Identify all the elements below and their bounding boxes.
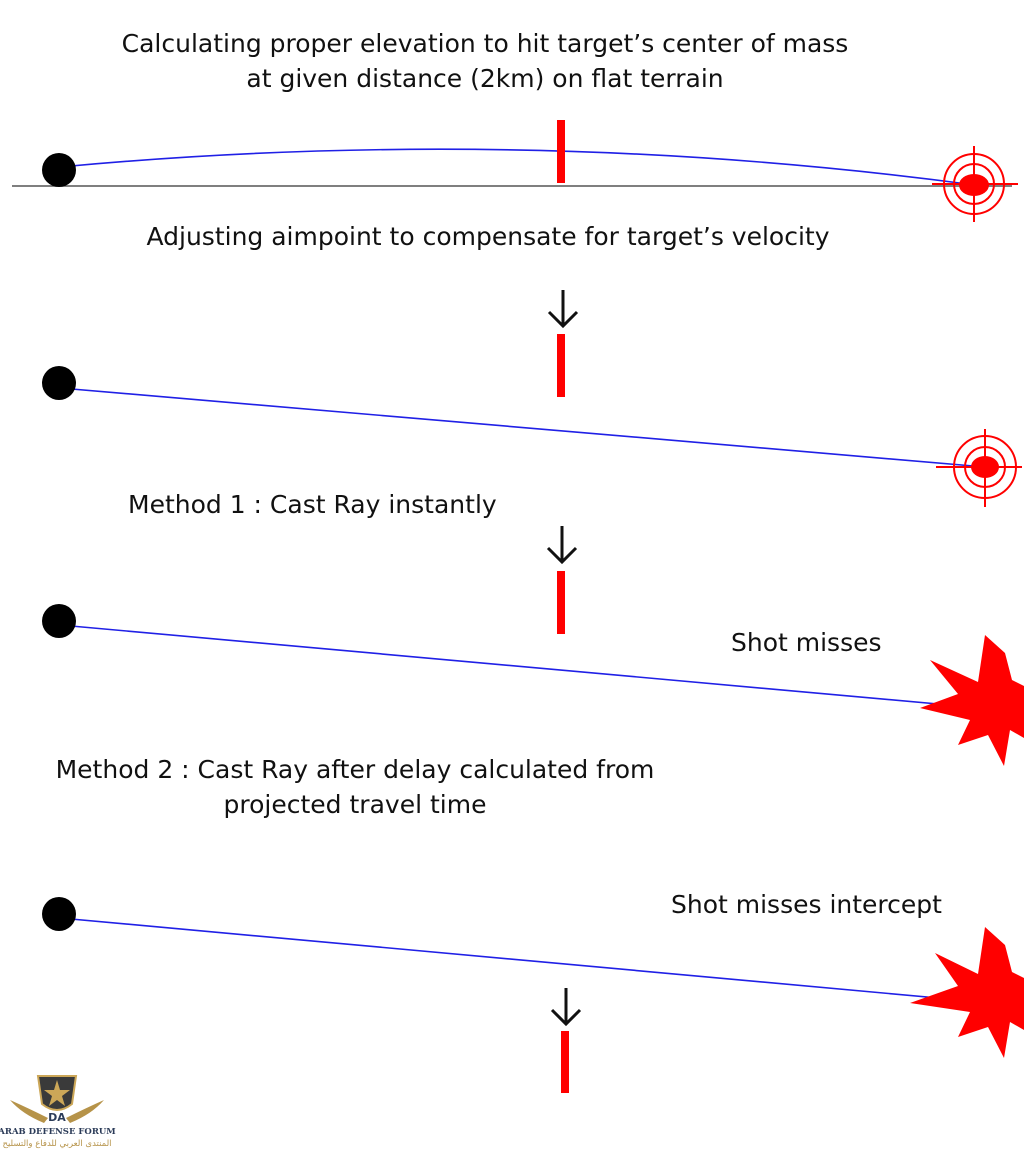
- miss-burst-icon: [920, 635, 1024, 766]
- diagram-title: Calculating proper elevation to hit targ…: [0, 26, 970, 96]
- method-1-caption: Method 1 : Cast Ray instantly: [128, 490, 497, 519]
- shooter-dot: [42, 366, 76, 400]
- title-line-1: Calculating proper elevation to hit targ…: [121, 29, 849, 58]
- panel-method-1: [42, 526, 1024, 766]
- method-2-caption-line-2: projected travel time: [223, 790, 487, 819]
- panel-elevation: [12, 120, 1018, 222]
- shooter-dot: [42, 604, 76, 638]
- shooter-dot: [42, 153, 76, 187]
- method-2-caption: Method 2 : Cast Ray after delay calculat…: [40, 752, 670, 822]
- target-marker: [557, 334, 565, 397]
- straight-trajectory: [59, 387, 986, 468]
- watermark-logo: DA ARAB DEFENSE FORUM المنتدى العربي للد…: [0, 1075, 116, 1149]
- watermark-name: ARAB DEFENSE FORUM: [0, 1127, 116, 1137]
- target-marker: [557, 120, 565, 183]
- panel-method-2: [42, 897, 1024, 1093]
- down-arrow-icon: [546, 526, 578, 565]
- aimpoint-caption: Adjusting aimpoint to compensate for tar…: [146, 222, 830, 251]
- watermark-initials: DA: [48, 1111, 66, 1124]
- star-icon: [44, 1080, 70, 1106]
- title-line-2: at given distance (2km) on flat terrain: [246, 64, 724, 93]
- method-2-result-note: Shot misses intercept: [671, 890, 942, 919]
- miss-burst-icon: [910, 927, 1024, 1058]
- method-1-result-note: Shot misses: [731, 628, 882, 657]
- ballistic-arc-trajectory: [59, 148, 976, 186]
- wing-icon: [10, 1100, 48, 1123]
- target-marker: [557, 571, 565, 634]
- panel-aimpoint: [42, 290, 1022, 507]
- method-2-caption-line-1: Method 2 : Cast Ray after delay calculat…: [55, 755, 655, 784]
- down-arrow-icon: [547, 290, 579, 329]
- straight-trajectory: [59, 624, 961, 707]
- crosshair-icon: [936, 429, 1022, 507]
- down-arrow-icon: [550, 988, 582, 1027]
- shooter-dot: [42, 897, 76, 931]
- crosshair-icon: [932, 146, 1018, 222]
- wing-icon: [66, 1100, 104, 1123]
- watermark-arabic-name: المنتدى العربي للدفاع والتسليح: [2, 1139, 111, 1149]
- target-marker: [561, 1031, 569, 1093]
- straight-trajectory: [59, 917, 961, 1001]
